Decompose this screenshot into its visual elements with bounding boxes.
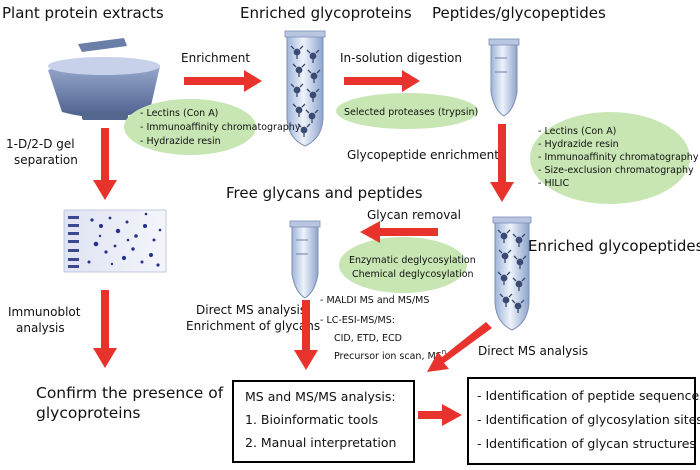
direct-ms-left-arrow — [294, 300, 318, 370]
digestion-arrow — [344, 70, 420, 92]
glycopeptide-methods-ellipse — [530, 112, 690, 204]
enrichment-method: - Hydrazide resin — [140, 136, 221, 147]
affinity-column-tube-icon — [492, 216, 532, 331]
direct-ms-analysis-right-label: Direct MS analysis — [478, 344, 588, 358]
results-box — [467, 377, 696, 465]
gel-separation-arrow — [93, 128, 117, 200]
direct-ms-analysis-left-label: Direct MS analysis — [196, 303, 306, 317]
enrichment-label: Enrichment — [181, 51, 250, 65]
direct-ms-right-arrow — [427, 322, 492, 372]
immunoblot-label-line2: analysis — [16, 321, 65, 335]
ms-method-precursor-text: Precursor ion scan, MS — [334, 351, 442, 362]
in-solution-digestion-label: In-solution digestion — [340, 51, 462, 65]
enrichment-arrow — [184, 70, 262, 92]
ms-method-lc-esi: - LC-ESI-MS/MS: — [320, 315, 395, 326]
glycopeptide-method: - Size-exclusion chromatography — [538, 165, 694, 176]
free-glycans-and-peptides-heading: Free glycans and peptides — [226, 184, 423, 202]
proteases-ellipse — [336, 93, 478, 129]
affinity-column-tube-icon — [284, 30, 326, 147]
ms-analysis-box — [232, 380, 415, 463]
immunoblot-label-line1: Immunoblot — [8, 305, 81, 319]
enrichment-methods-ellipse — [124, 99, 256, 155]
test-tube-icon — [289, 220, 321, 299]
proteases-label: Selected proteases (trypsin) — [344, 107, 478, 118]
glycopeptide-method: - HILIC — [538, 178, 569, 189]
ms-method-precursor: Precursor ion scan, MSn — [334, 348, 446, 362]
peptides-glycopeptides-heading: Peptides/glycopeptides — [432, 4, 606, 22]
deglycosylation-method: Enzymatic deglycosylation — [349, 255, 476, 266]
glycopeptide-enrichment-label: Glycopeptide enrichment — [347, 148, 499, 162]
results-box-item: - Identification of peptide sequences — [477, 388, 700, 403]
enriched-glycopeptides-heading: Enriched glycopeptides — [528, 237, 700, 255]
glycan-removal-label: Glycan removal — [367, 208, 461, 222]
ms-analysis-box-item: 2. Manual interpretation — [245, 435, 396, 450]
mortar-and-pestle-icon — [48, 38, 160, 120]
enrichment-of-glycans-label: Enrichment of glycans — [186, 319, 320, 333]
confirm-heading-line2: glycoproteins — [36, 404, 141, 422]
glycopeptide-method: - Hydrazide resin — [538, 139, 619, 150]
ms-method-maldi: - MALDI MS and MS/MS — [320, 295, 429, 306]
deglycosylation-ellipse — [339, 237, 467, 293]
ms-analysis-box-item: 1. Bioinformatic tools — [245, 412, 378, 427]
gel-separation-label-line2: separation — [14, 153, 78, 167]
glycopeptide-method: - Immunoaffinity chromatography — [538, 152, 699, 163]
gel-separation-label-line1: 1-D/2-D gel — [6, 137, 75, 151]
results-box-item: - Identification of glycan structures — [477, 436, 696, 451]
glycan-removal-arrow — [360, 221, 438, 243]
ms-analysis-box-title: MS and MS/MS analysis: — [245, 389, 396, 404]
enriched-glycoproteins-heading: Enriched glycoproteins — [240, 4, 412, 22]
confirm-heading-line1: Confirm the presence of — [36, 384, 224, 402]
glycopeptide-method: - Lectins (Con A) — [538, 126, 616, 137]
enrichment-method: - Immunoaffinity chromatography — [140, 122, 301, 133]
glycopeptide-enrichment-arrow — [490, 124, 514, 202]
test-tube-icon — [488, 38, 520, 117]
immunoblot-arrow — [93, 290, 117, 368]
results-box-item: - Identification of glycosylation sites — [477, 412, 700, 427]
plant-protein-extracts-heading: Plant protein extracts — [2, 4, 164, 22]
ms-method-cid-etd-ecd: CID, ETD, ECD — [334, 333, 402, 344]
analysis-to-results-arrow — [418, 404, 462, 426]
deglycosylation-method: Chemical deglycosylation — [352, 269, 474, 280]
enrichment-method: - Lectins (Con A) — [140, 108, 218, 119]
2d-gel-image-icon — [63, 209, 167, 273]
ms-method-precursor-superscript: n — [442, 348, 446, 356]
